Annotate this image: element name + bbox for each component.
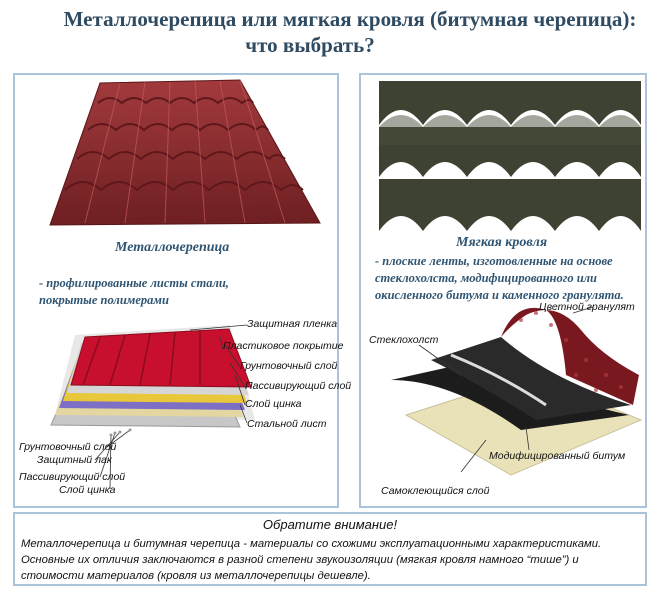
- layer-label-bottom-primer: Грунтовочный слой: [19, 441, 117, 453]
- soft-roof-desc-2: стеклохолста, модифицированного или: [375, 271, 598, 285]
- layer-label-steel-sheet: Стальной лист: [247, 418, 327, 430]
- title-line-2: что выбрать?: [245, 33, 375, 57]
- metal-tile-panel: Металлочерепица - профилированные листы …: [13, 73, 351, 508]
- notice-line-3: стоимости материалов (кровля из металлоч…: [21, 570, 371, 582]
- layer-label-primer: Грунтовочный слой: [240, 360, 338, 372]
- layer-label-passivating: Пассивирующий слой: [245, 380, 352, 392]
- soft-roof-panel: Мягкая кровля - плоские ленты, изготовле…: [359, 73, 647, 508]
- title-line-1: Металлочерепица или мягкая кровля (битум…: [63, 7, 637, 31]
- metal-tile-caption: Металлочерепица: [115, 240, 230, 255]
- notice-title: Обратите внимание!: [262, 517, 398, 532]
- layer-label-plastic-coating: Пластиковое покрытие: [223, 340, 344, 352]
- notice-panel: Обратите внимание! Металлочерепица и бит…: [13, 512, 647, 586]
- label-fiberglass: Стеклохолст: [369, 334, 439, 346]
- metal-tile-desc-2: покрытые полимерами: [39, 293, 169, 307]
- tile-ridges: [64, 97, 304, 192]
- layer-label-protective-film: Защитная пленка: [247, 318, 338, 330]
- soft-roof-desc-1: - плоские ленты, изготовленные на основе: [375, 254, 613, 268]
- label-modified-bitumen: Модифицированный битум: [489, 450, 626, 462]
- metal-tile-illustration: [49, 79, 321, 490]
- shingle-sheet: [379, 81, 641, 231]
- metal-tile-desc-1: - профилированные листы стали,: [39, 276, 229, 290]
- notice-line-2: Основные их отличия заключаются в разной…: [21, 554, 579, 566]
- layer-label-zinc: Слой цинка: [245, 398, 302, 410]
- soft-roof-desc-3: окисленного битума и каменного гранулята…: [375, 288, 624, 302]
- label-self-adhesive-layer: Самоклеющийся слой: [381, 485, 490, 497]
- soft-roof-caption: Мягкая кровля: [456, 235, 548, 250]
- layer-label-bottom-zinc: Слой цинка: [59, 484, 116, 496]
- soft-roof-illustration: [379, 81, 643, 476]
- notice-line-1: Металлочерепица и битумная черепица - ма…: [21, 538, 602, 550]
- page-title: Металлочерепица или мягкая кровля (битум…: [0, 6, 660, 58]
- label-colored-granulate: Цветной гранулят: [539, 301, 635, 313]
- layer-label-protective-lacquer: Защитный лак: [37, 454, 112, 466]
- notice-text: Металлочерепица и битумная черепица - ма…: [21, 536, 639, 584]
- layer-label-bottom-passivating: Пассивирующий слой: [19, 471, 126, 483]
